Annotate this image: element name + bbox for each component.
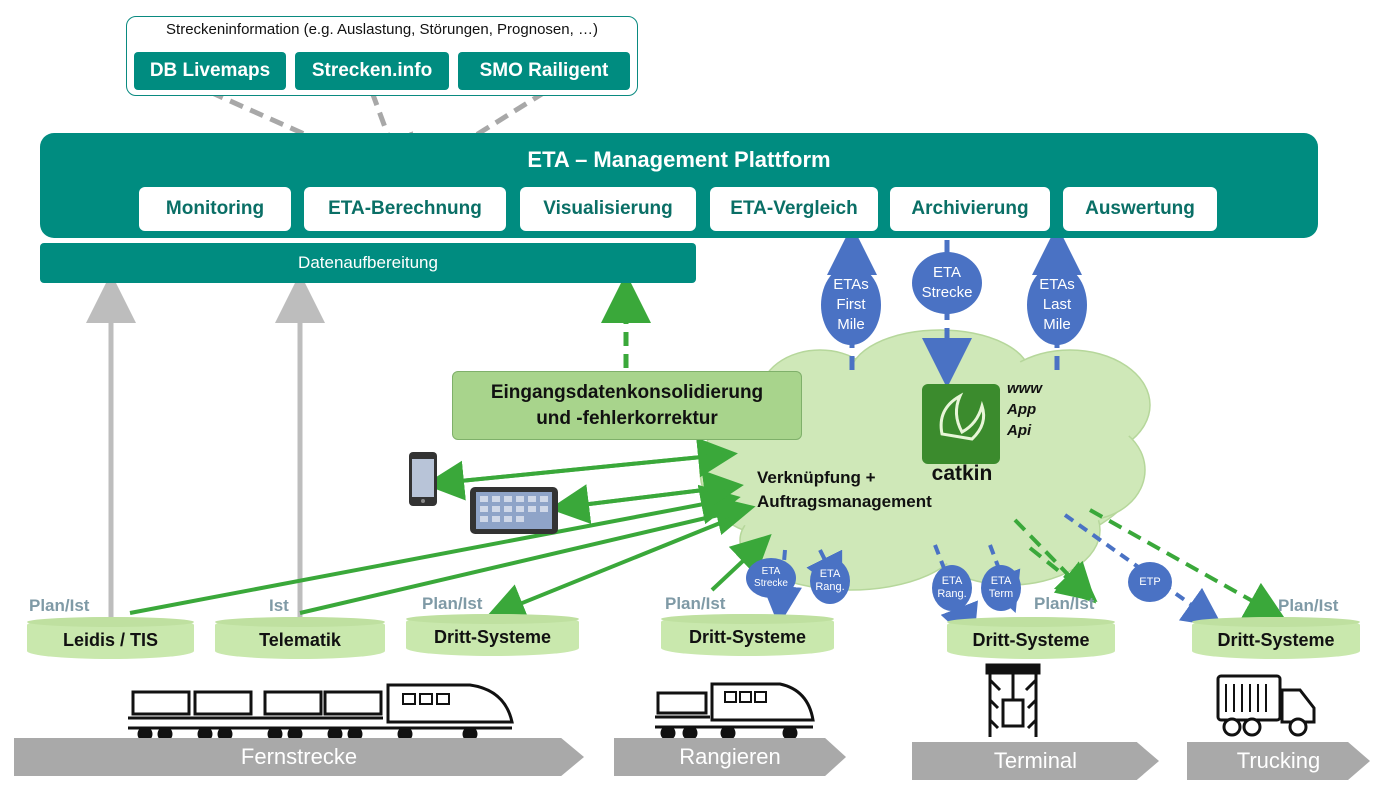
oval-text: ETA [941,575,963,587]
shunting-train-icon [655,682,815,741]
flow-label-plan-ist: Plan/Ist [1034,594,1095,613]
system-label: Dritt-Systeme [1217,629,1335,650]
system-dritt-systeme[interactable]: Dritt-Systeme [947,617,1115,659]
catkin-brand: catkin [931,462,993,485]
oval-etas-first-mile: ETAs First Mile [821,265,881,345]
catkin-leaf-icon [939,392,986,441]
platform-title: ETA – Management Plattform [527,147,831,172]
flow-label-ist: Ist [269,596,289,615]
flow-label-plan-ist: Plan/Ist [665,594,726,613]
oval-text: Rang. [937,588,967,600]
oval-text: ETA [990,575,1012,587]
phase-terminal: Terminal [912,742,1159,780]
oval-text: First [836,296,866,313]
module-monitoring[interactable]: Monitoring [139,187,291,231]
phase-fernstrecke: Fernstrecke [14,738,584,776]
module-auswertung[interactable]: Auswertung [1063,187,1217,231]
oval-text: ETAs [1039,276,1075,293]
cloud-line-2: Auftragsmanagement [757,492,932,511]
module-eta-berechnung[interactable]: ETA-Berechnung [304,187,506,231]
channel-www: www [1007,380,1043,397]
smartphone-icon [409,452,437,506]
module-archivierung[interactable]: Archivierung [890,187,1050,231]
oval-text: Last [1042,296,1072,313]
system-label: Telematik [259,629,341,650]
consolidation-line-2: und -fehlerkorrektur [536,407,718,429]
cloud-label: Verknüpfung + Auftragsmanagement [757,466,932,514]
cloud-line-1: Verknüpfung + [757,468,876,487]
oval-small-eta-term: ETA Term [981,565,1021,611]
system-label: Dritt-Systeme [972,629,1090,650]
oval-small-eta-strecke: ETA Strecke [746,558,796,598]
oval-text: ETAs [833,276,869,293]
oval-text: Strecke [754,578,788,589]
consolidation-line-1: Eingangsdatenkonsolidierung [490,381,764,403]
oval-text: Rang. [815,581,845,593]
freight-train-icon [128,683,514,742]
data-preparation-bar: Datenaufbereitung [40,243,696,283]
source-smo-railigent[interactable]: SMO Railigent [458,52,630,90]
phase-trucking: Trucking [1187,742,1370,780]
system-dritt-systeme[interactable]: Dritt-Systeme [661,614,834,656]
oval-text: Term [988,588,1014,600]
tablet-icon [470,487,558,534]
source-db-livemaps[interactable]: DB Livemaps [134,52,286,90]
flow-label-plan-ist: Plan/Ist [29,596,90,615]
system-telematik[interactable]: Telematik [215,617,385,659]
catkin-channels: www App Api [1007,378,1042,441]
source-strecken-info[interactable]: Strecken.info [295,52,449,90]
oval-text: Strecke [921,284,973,301]
catkin-logo [922,384,1000,464]
input-consolidation-box: Eingangsdatenkonsolidierung und -fehlerk… [452,371,802,440]
oval-small-etp: ETP [1128,562,1172,602]
oval-text: ETA [819,568,841,580]
flow-label-plan-ist: Plan/Ist [422,594,483,613]
system-label: Dritt-Systeme [688,626,807,647]
sources-header: Streckeninformation (e.g. Auslastung, St… [166,21,598,38]
phase-rangieren: Rangieren [614,738,846,776]
oval-small-eta-rang-2: ETA Rang. [932,565,972,611]
system-dritt-systeme[interactable]: Dritt-Systeme [406,614,579,656]
flow-label-plan-ist: Plan/Ist [1278,596,1339,615]
channel-api: Api [1007,422,1032,439]
oval-text: ETP [1139,576,1161,588]
oval-text: ETA [761,566,781,577]
system-label: Dritt-Systeme [433,626,552,647]
crane-icon [985,663,1041,737]
oval-text: ETA [932,264,962,281]
oval-text: Mile [1043,316,1071,333]
channel-app: App [1007,401,1037,418]
truck-icon [1216,674,1316,737]
oval-small-eta-rang-1: ETA Rang. [810,558,850,604]
module-visualisierung[interactable]: Visualisierung [520,187,696,231]
system-leidis-tis[interactable]: Leidis / TIS [27,617,194,659]
oval-eta-strecke: ETA Strecke [912,252,982,314]
module-eta-vergleich[interactable]: ETA-Vergleich [710,187,878,231]
oval-text: Mile [837,316,865,333]
system-label: Leidis / TIS [62,629,159,650]
system-dritt-systeme[interactable]: Dritt-Systeme [1192,617,1360,659]
oval-etas-last-mile: ETAs Last Mile [1027,265,1087,345]
